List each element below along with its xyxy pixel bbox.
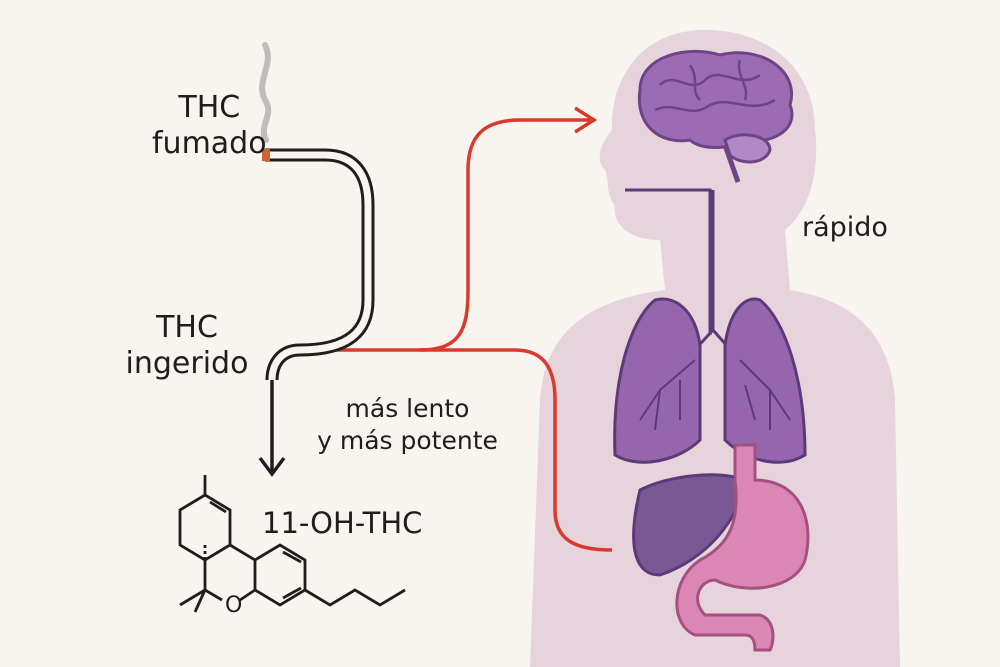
slow-line1: más lento (345, 394, 470, 423)
brain-icon (637, 49, 794, 183)
molecule-11-oh-thc (178, 475, 406, 613)
smoke-icon (259, 42, 272, 143)
metabolite-label: 11-OH-THC (262, 506, 423, 540)
smoked-path-pipe-inner (267, 151, 372, 381)
smoked-thc-label: THC fumado (152, 90, 267, 162)
ingested-thc-label: THC ingerido (112, 310, 262, 382)
body-silhouette (530, 30, 900, 667)
fast-path-arrow (300, 118, 590, 352)
slow-line2: y más potente (317, 426, 498, 455)
ingested-thc-line2: ingerido (125, 346, 249, 381)
slow-path-line (420, 348, 613, 552)
oxygen-atom: O (225, 593, 242, 618)
lungs-icon (613, 297, 807, 464)
stomach-icon (675, 443, 810, 652)
cigarette-ember (262, 149, 270, 161)
liver-icon (632, 473, 747, 577)
fast-arrowhead (574, 106, 598, 134)
fast-label: rápido (802, 212, 888, 243)
ingested-arrow (258, 380, 286, 477)
smoked-thc-line1: THC (178, 90, 241, 125)
smoked-thc-line2: fumado (152, 126, 267, 161)
slow-potent-label: más lento y más potente (295, 393, 520, 457)
ingested-thc-line1: THC (156, 310, 218, 345)
